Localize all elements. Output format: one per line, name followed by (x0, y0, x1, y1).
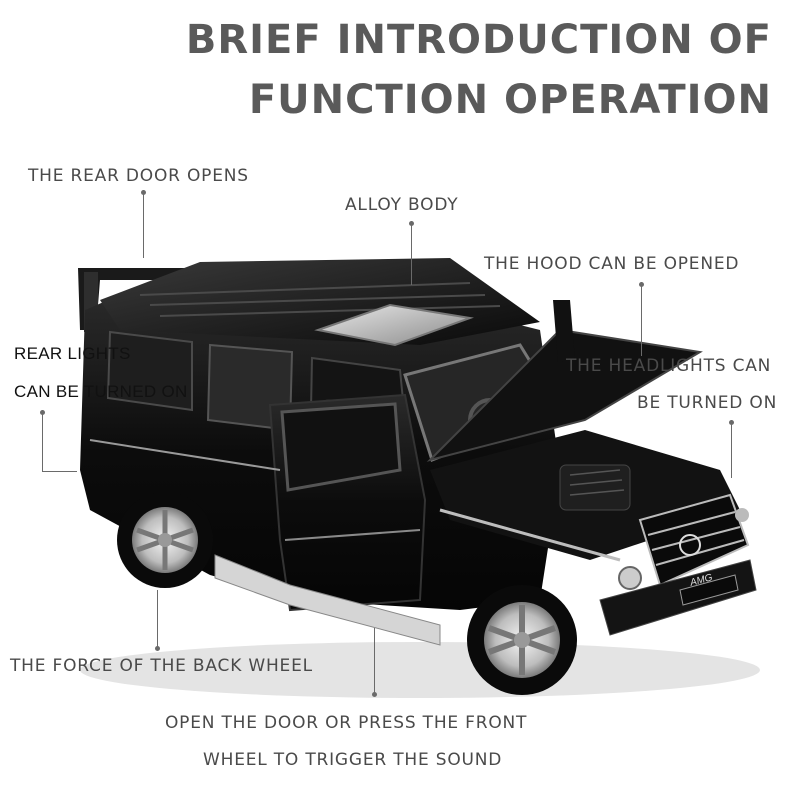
callout-rear-door-line (143, 190, 144, 258)
callout-headlights-line2: BE TURNED ON (637, 393, 778, 413)
sunroof (314, 303, 474, 347)
callout-alloy-body-dot (409, 221, 414, 226)
callout-headlights-line (731, 420, 732, 478)
headlight (618, 566, 642, 590)
callout-hood-dot (639, 282, 644, 287)
callout-door-sound-line2: WHEEL TO TRIGGER THE SOUND (203, 750, 503, 770)
callout-alloy-body-line (411, 221, 412, 285)
callout-alloy-body: ALLOY BODY (345, 195, 459, 215)
title-line-1: BRIEF INTRODUCTION OF (185, 17, 772, 63)
running-board (214, 554, 441, 646)
title-line-2: FUNCTION OPERATION (248, 77, 772, 123)
callout-rear-door-dot (141, 190, 146, 195)
callout-door-sound-dot (372, 692, 377, 697)
callout-door-sound-line (374, 628, 375, 696)
callout-rear-lights-line2: CAN BE TURNED ON (14, 382, 188, 401)
callout-rear-lights-vline (42, 410, 43, 472)
open-hood (426, 328, 703, 462)
callout-rear-lights-dot (40, 410, 45, 415)
callout-back-wheel-dot (155, 646, 160, 651)
callout-back-wheel: THE FORCE OF THE BACK WHEEL (10, 656, 313, 676)
ground-shadow (80, 642, 760, 698)
callout-hood: THE HOOD CAN BE OPENED (484, 254, 740, 274)
callout-back-wheel-line (157, 590, 158, 650)
callout-rear-door: THE REAR DOOR OPENS (28, 166, 249, 186)
callout-rear-lights-line1: REAR LIGHTS (14, 344, 131, 363)
callout-headlights-line1: THE HEADLIGHTS CAN (566, 356, 772, 376)
callout-door-sound-line1: OPEN THE DOOR OR PRESS THE FRONT (165, 713, 528, 733)
callout-headlights-dot (729, 420, 734, 425)
callout-hood-line (641, 282, 642, 356)
callout-rear-lights-hline (42, 471, 77, 472)
